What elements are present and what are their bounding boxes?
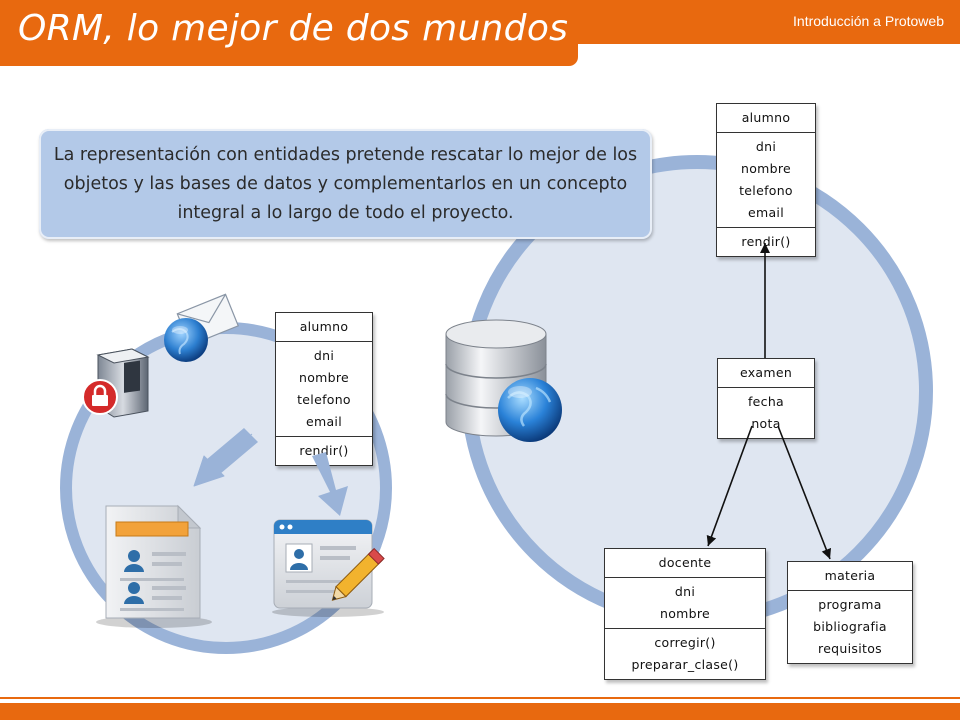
class-attribute: telefono <box>297 392 351 407</box>
callout-box: La representación con entidades pretende… <box>39 129 652 239</box>
class-attribute: email <box>748 205 784 220</box>
arrow-down-left-icon <box>186 428 262 498</box>
class-materia: materia programa bibliografia requisitos <box>787 561 913 664</box>
class-attribute: dni <box>313 348 335 363</box>
class-method: rendir() <box>299 443 349 458</box>
page-title: ORM, lo mejor de dos mundos <box>18 8 569 49</box>
database-globe-icon <box>440 318 568 450</box>
class-name: materia <box>824 568 876 583</box>
class-method: rendir() <box>741 234 791 249</box>
document-cards-icon <box>92 502 216 634</box>
footer-line <box>0 697 960 699</box>
class-attribute: email <box>306 414 342 429</box>
class-alumno-right: alumno dni nombre telefono email rendir() <box>716 103 816 257</box>
class-attributes-section: dni nombre telefono email <box>717 132 815 227</box>
class-methods-section: rendir() <box>717 227 815 256</box>
class-name-section: alumno <box>717 104 815 132</box>
class-attribute: dni <box>755 139 777 154</box>
class-name-section: materia <box>788 562 912 590</box>
class-attribute: programa <box>818 597 882 612</box>
class-name-section: docente <box>605 549 765 577</box>
class-docente: docente dni nombre corregir() preparar_clase… <box>604 548 766 680</box>
class-name: examen <box>739 365 793 380</box>
callout-text: La representación con entidades pretende… <box>53 144 638 223</box>
class-attribute: fecha <box>747 394 785 409</box>
class-attributes-section: fecha nota <box>718 387 814 438</box>
class-name-section: alumno <box>276 313 372 341</box>
arrow-examen-docente <box>706 425 753 547</box>
server-lock-icon <box>80 345 154 425</box>
class-examen: examen fecha nota <box>717 358 815 439</box>
class-attribute: nombre <box>659 606 711 621</box>
class-methods-section: corregir() preparar_clase() <box>605 628 765 679</box>
class-attribute: nota <box>751 416 781 431</box>
class-name: docente <box>658 555 712 570</box>
class-name: alumno <box>299 319 349 334</box>
class-alumno-left: alumno dni nombre telefono email rendir() <box>275 312 373 466</box>
class-name-section: examen <box>718 359 814 387</box>
title-box: ORM, lo mejor de dos mundos <box>0 0 578 66</box>
class-attribute: nombre <box>298 370 350 385</box>
class-attribute: nombre <box>740 161 792 176</box>
arrow-down-icon <box>306 452 354 522</box>
class-attributes-section: programa bibliografia requisitos <box>788 590 912 663</box>
class-attribute: telefono <box>739 183 793 198</box>
mail-globe-icon <box>160 290 242 374</box>
form-pencil-icon <box>268 514 390 622</box>
page-subtitle: Introducción a Protoweb <box>793 13 944 29</box>
class-methods-section: rendir() <box>276 436 372 465</box>
footer-bar <box>0 703 960 720</box>
arrow-examen-materia <box>777 425 832 560</box>
class-method: preparar_clase() <box>631 657 739 672</box>
class-attribute: dni <box>674 584 696 599</box>
class-method: corregir() <box>654 635 716 650</box>
class-attribute: requisitos <box>818 641 882 656</box>
class-name: alumno <box>741 110 791 125</box>
class-attributes-section: dni nombre telefono email <box>276 341 372 436</box>
class-attributes-section: dni nombre <box>605 577 765 628</box>
class-attribute: bibliografia <box>813 619 887 634</box>
